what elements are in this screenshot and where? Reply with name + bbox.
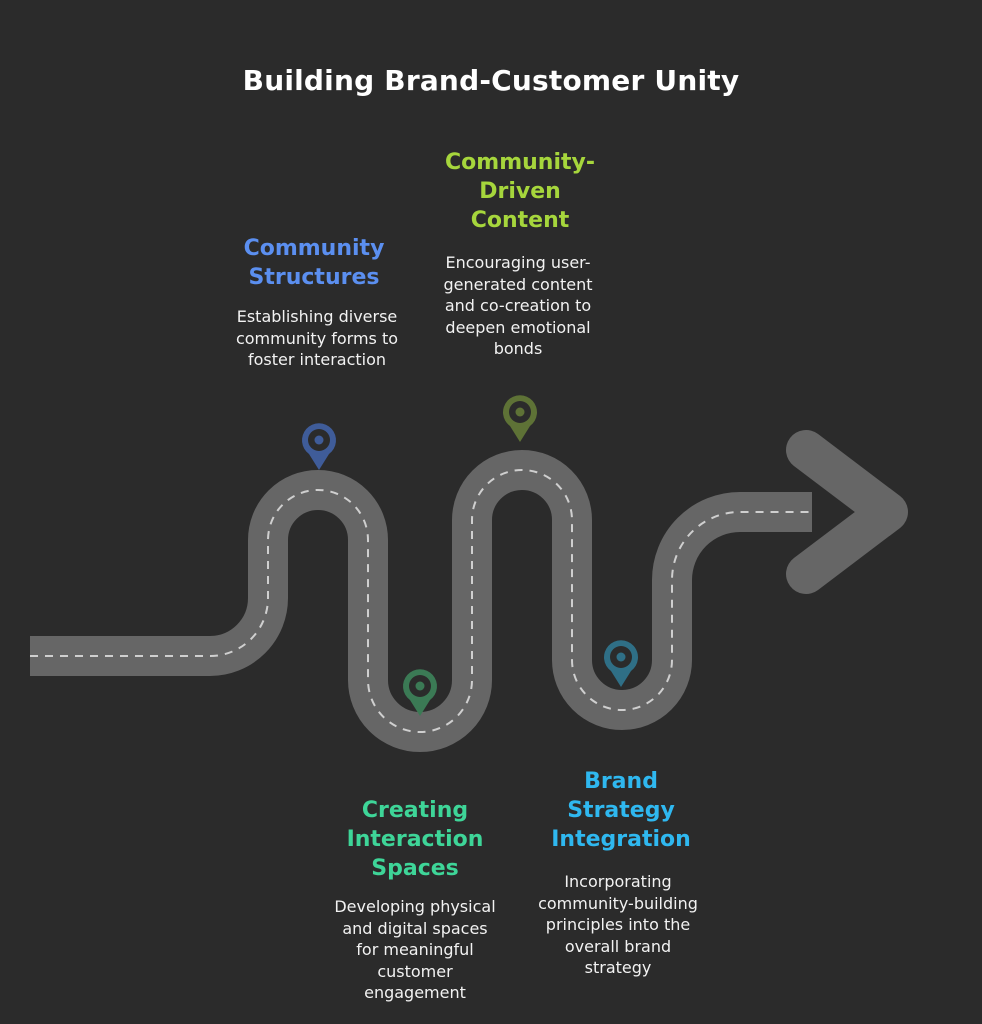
milestone-heading-community-structures: Community Structures [243,236,385,290]
arrow-head-icon [786,430,908,594]
map-pin-icon [302,423,336,470]
diagram-title: Building Brand-Customer Unity [242,64,740,97]
milestone-heading-brand-strategy-integration: Brand Strategy Integration [551,769,691,852]
milestone-heading-creating-interaction-spaces: Creating Interaction Spaces [346,798,484,881]
map-pin-icon [503,395,537,442]
milestone-description-community-driven-content: Encouraging user-generated content and c… [443,253,593,358]
map-pin-icon [403,669,437,716]
milestone-heading-community-driven-content: Community-Driven Content [445,150,595,233]
map-pin-icon [604,640,638,687]
milestone-description-creating-interaction-spaces: Developing physical and digital spaces f… [334,897,496,1002]
milestone-description-brand-strategy-integration: Incorporating community-building princip… [538,872,698,977]
road-center-line [30,469,812,733]
milestone-description-community-structures: Establishing diverse community forms to … [235,307,399,369]
